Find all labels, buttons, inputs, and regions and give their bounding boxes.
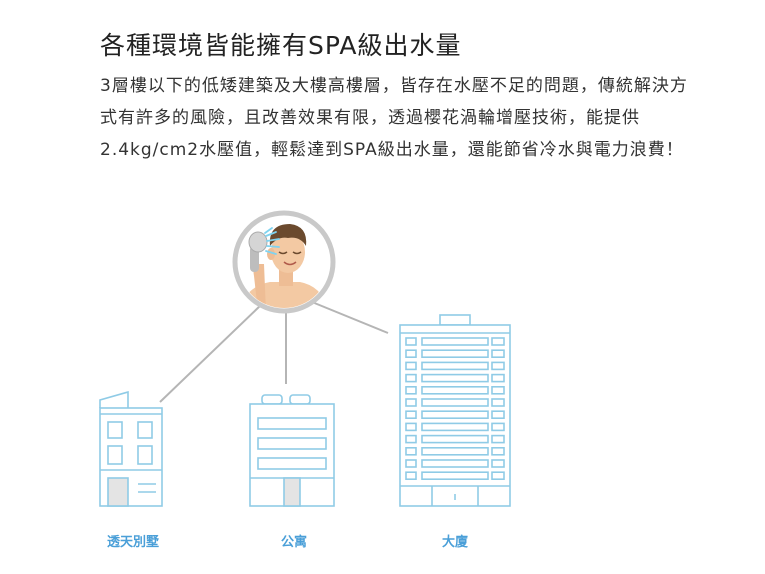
tower-window	[421, 349, 489, 359]
tower-window	[421, 410, 489, 420]
water-spray-icon	[264, 227, 280, 255]
tower-window	[491, 446, 505, 456]
tower-window	[405, 422, 417, 432]
tower-window	[405, 373, 417, 383]
tower-window	[421, 385, 489, 395]
shower-head-icon	[248, 231, 268, 272]
tower-window	[405, 349, 417, 359]
tower-window	[491, 349, 505, 359]
tower-window	[405, 410, 417, 420]
tower-window	[405, 434, 417, 444]
page-title: 各種環境皆能擁有SPA級出水量	[100, 31, 462, 60]
connector-tower	[311, 301, 389, 334]
tower-window	[491, 373, 505, 383]
apartment-building	[249, 394, 335, 507]
tower-window	[421, 373, 489, 383]
tower-window	[405, 361, 417, 371]
townhouse-building	[99, 390, 163, 507]
tower-window	[405, 385, 417, 395]
shower-avatar	[232, 210, 336, 314]
connector-lines	[159, 301, 389, 403]
label-townhouse: 透天別墅	[106, 535, 160, 550]
tower-window	[405, 471, 417, 481]
label-apartment: 公寓	[280, 535, 308, 550]
description-paragraph: 3層樓以下的低矮建築及大樓高樓層，皆存在水壓不足的問題，傳統解決方式有許多的風險…	[100, 76, 688, 160]
tower-window	[405, 459, 417, 468]
tower-window	[405, 337, 417, 346]
tower-window	[491, 410, 505, 420]
tower-building	[399, 314, 511, 507]
tower-window	[405, 398, 417, 407]
tower-window	[421, 471, 489, 481]
tower-window	[421, 361, 489, 371]
tower-window	[491, 471, 505, 481]
label-tower: 大廈	[441, 535, 469, 550]
tower-window	[421, 398, 489, 407]
tower-window	[421, 446, 489, 456]
tower-window	[491, 434, 505, 444]
tower-window	[491, 398, 505, 407]
tower-window	[491, 385, 505, 395]
connector-townhouse	[159, 303, 263, 403]
building-illustration	[99, 210, 511, 507]
tower-window	[491, 337, 505, 346]
tower-window	[421, 459, 489, 468]
tower-window	[491, 459, 505, 468]
tower-window	[491, 361, 505, 371]
tower-window	[405, 446, 417, 456]
tower-window	[421, 337, 489, 346]
tower-window	[421, 434, 489, 444]
tower-window	[491, 422, 505, 432]
tower-window	[421, 422, 489, 432]
